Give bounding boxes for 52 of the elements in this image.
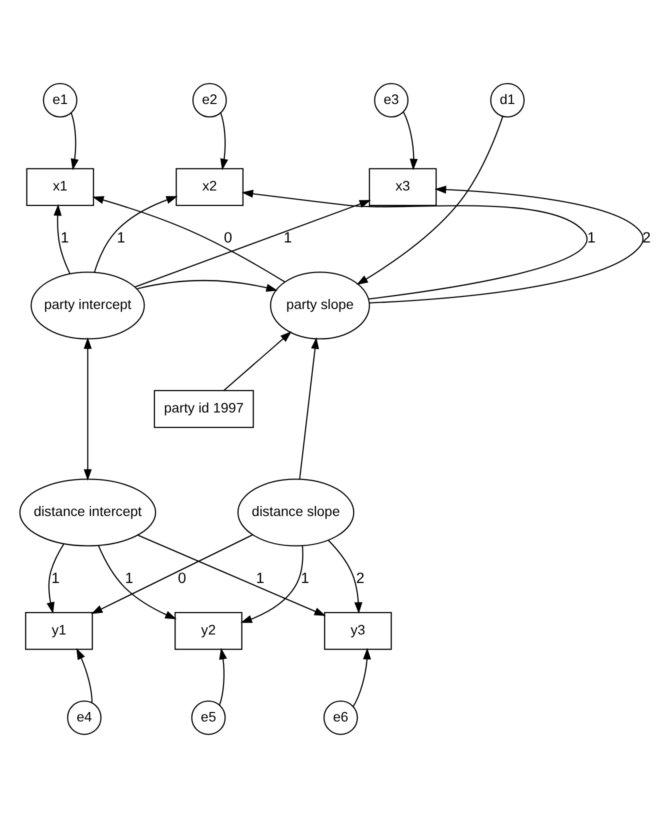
arrow [138,534,326,616]
node-circle: e1 [42,82,78,118]
node-circle: e3 [374,82,409,118]
arrow [137,279,278,292]
arrow [76,648,93,702]
edge-label: 1 [256,570,264,587]
arrow [240,545,304,622]
arrow [299,336,320,479]
node-circle: e4 [67,700,102,734]
arrow [46,543,64,614]
node-box: x2 [176,168,244,206]
arrow [92,196,285,282]
node-box: party id 1997 [154,390,254,428]
arrow [356,116,504,284]
edge-label: 1 [124,570,134,587]
arrow [224,330,292,390]
arrow [369,185,644,303]
arrow [134,199,371,287]
node-circle: e5 [191,700,226,734]
edge-label: 0 [224,229,232,246]
node-ellipse: distance intercept [19,478,156,546]
arrow [98,545,177,619]
edge-label: 1 [587,229,596,246]
node-box: x1 [26,168,94,206]
node-ellipse: distance slope [237,478,354,546]
arrow [220,112,228,170]
node-box: y3 [324,611,392,650]
edge-label: 1 [60,229,69,246]
node-box: y1 [25,611,93,650]
arrow [218,647,228,705]
edge-label: 2 [356,570,364,587]
edge-label: 1 [51,570,60,587]
arrow [402,111,418,170]
edge-label: 2 [642,229,651,246]
arrow [54,204,70,274]
edge-label: 0 [178,570,186,587]
edge-label: 1 [284,229,292,246]
node-circle: d1 [490,82,525,118]
node-circle: e2 [192,82,227,118]
node-circle: e6 [323,700,358,734]
node-box: y2 [174,611,242,650]
node-box: x3 [368,168,437,206]
arrow [70,112,79,170]
arrow [242,189,588,300]
edge-label: 1 [116,229,126,246]
arrow [328,539,362,614]
edge-label: 1 [300,570,310,587]
arrow [94,196,178,272]
arrow [91,534,253,614]
node-ellipse: party intercept [30,271,145,339]
arrow [84,336,92,480]
arrow [352,647,372,706]
